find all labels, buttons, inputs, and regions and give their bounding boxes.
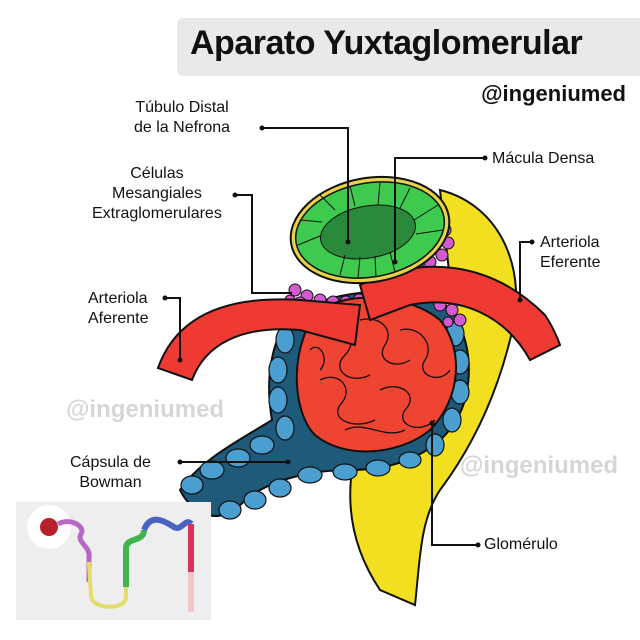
label-line: Túbulo Distal: [135, 99, 229, 116]
efferent-arteriole: [358, 265, 562, 362]
label-line: Aferente: [88, 310, 149, 327]
watermark: @ingeniumed: [66, 396, 225, 423]
inset-glomerulus: [40, 518, 58, 536]
label-arteriola-eferente: Arteriola Eferente: [540, 233, 600, 273]
label-line: Bowman: [79, 474, 142, 491]
label-line: de la Nefrona: [134, 119, 231, 136]
label-line: Células: [130, 165, 184, 182]
label-line: Glomérulo: [484, 536, 558, 553]
label-line: Arteriola: [88, 290, 148, 307]
label-glomerulo: Glomérulo: [484, 535, 558, 555]
inset-distal-blue: [141, 516, 194, 532]
inset-distal-green: [123, 529, 147, 587]
inset-loop-yellow: [87, 561, 128, 609]
title-banner: [177, 18, 640, 76]
label-tubulo-distal: Túbulo Distal de la Nefrona: [134, 98, 230, 138]
label-line: Mesangiales: [112, 185, 202, 202]
label-capsula-bowman: Cápsula de Bowman: [70, 453, 151, 493]
distal-tubule: [289, 175, 451, 285]
label-line: Cápsula de: [70, 454, 151, 471]
nephron-inset: [16, 502, 211, 620]
page-title: Aparato Yuxtaglomerular: [190, 24, 583, 62]
nephron-inset-drawing: [27, 505, 194, 612]
watermark: @ingeniumed: [460, 452, 619, 479]
label-macula-densa: Mácula Densa: [492, 149, 594, 169]
afferent-arteriole: [156, 298, 362, 382]
leader-lines: [165, 127, 532, 546]
label-line: Extraglomerulares: [92, 205, 222, 222]
author-handle: @ingeniumed: [481, 81, 626, 106]
label-celulas-mesangiales: Células Mesangiales Extraglomerulares: [92, 164, 222, 224]
inset-proximal-tubule: [56, 519, 92, 582]
label-line: Mácula Densa: [492, 150, 595, 167]
bowman-cells: [180, 321, 470, 520]
label-line: Eferente: [540, 254, 601, 271]
leader-dots: [162, 125, 535, 548]
label-arteriola-aferente: Arteriola Aferente: [88, 289, 148, 329]
label-line: Arteriola: [540, 234, 600, 251]
